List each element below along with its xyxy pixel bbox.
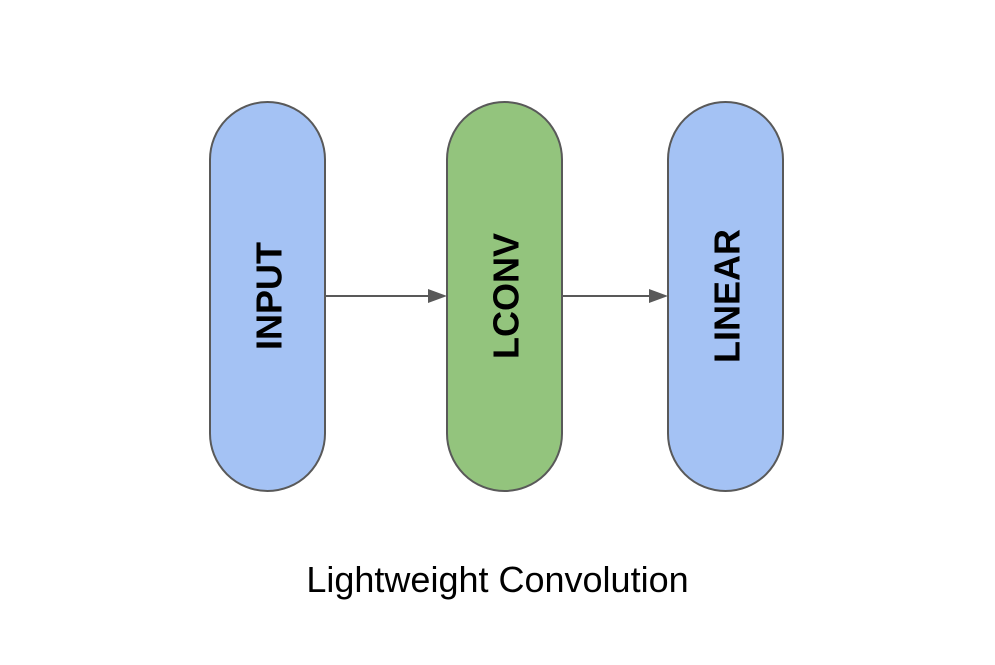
edge-input-to-lconv [326,289,447,303]
node-input: INPUT [209,101,326,492]
diagram-caption: Lightweight Convolution [306,559,689,600]
node-lconv-shape [446,101,563,492]
node-input-label: INPUT [249,242,290,350]
node-input-shape [209,101,326,492]
node-linear-shape [667,101,784,492]
arrowhead-icon [649,289,668,303]
edge-lconv-to-linear [563,289,668,303]
node-linear: LINEAR [667,101,784,492]
arrowhead-icon [428,289,447,303]
node-lconv-label: LCONV [486,233,527,359]
node-lconv: LCONV [446,101,563,492]
node-linear-label: LINEAR [707,229,748,363]
